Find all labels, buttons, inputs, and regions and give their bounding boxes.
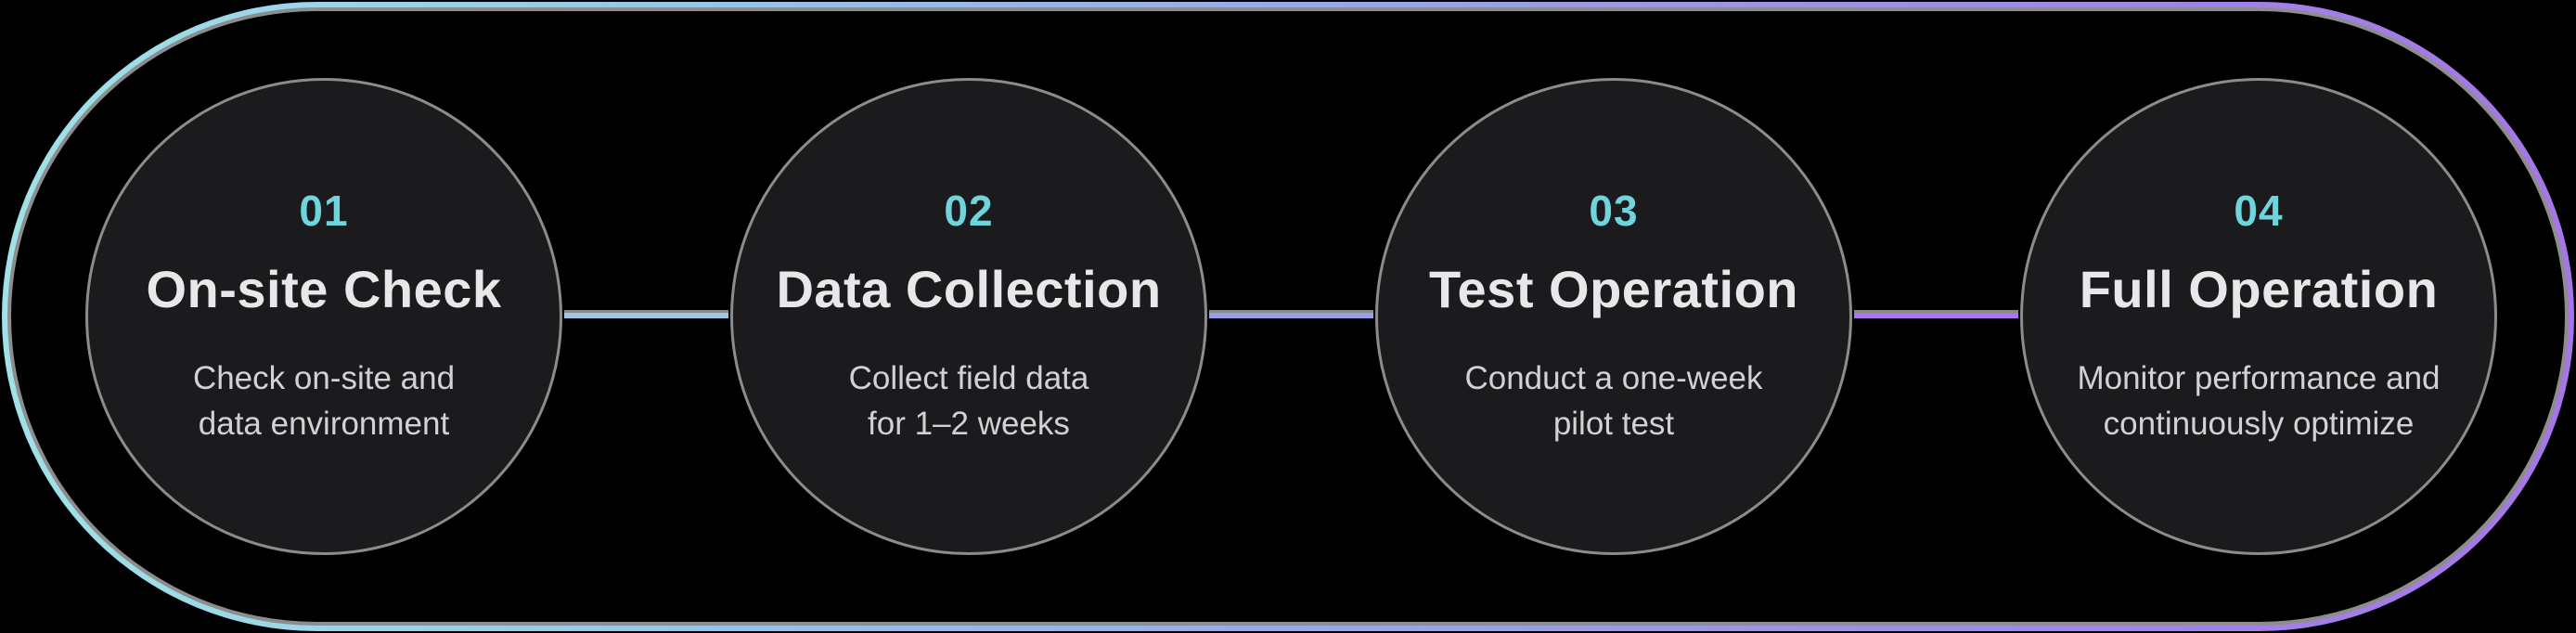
step-title: On-site Check [146,259,502,318]
step-number: 04 [2234,187,2284,236]
step-description-line: for 1–2 weeks [868,405,1070,442]
step-number: 03 [1589,187,1639,236]
step-circle: 04 Full Operation Monitor performance an… [2020,78,2497,555]
step-circle: 02 Data Collection Collect field data fo… [730,78,1207,555]
step-description-line: Collect field data [848,360,1089,397]
step-description-line: pilot test [1552,405,1675,442]
step-number: 02 [944,187,994,236]
step-number: 01 [299,187,349,236]
step-description: Conduct a one-week pilot test [1464,356,1762,446]
step-circle: 03 Test Operation Conduct a one-week pil… [1375,78,1852,555]
step-description: Collect field data for 1–2 weeks [849,356,1089,446]
step-description: Monitor performance and continuously opt… [2077,356,2440,446]
step-title: Full Operation [2079,259,2439,318]
connector-line [1854,310,2018,318]
step-description-line: Conduct a one-week [1464,360,1763,397]
connector-line [564,310,728,318]
step-description-line: Check on-site and [192,360,456,397]
connector-line [1209,310,1373,318]
step-title: Data Collection [776,259,1162,318]
step-description: Check on-site and data environment [193,356,455,446]
step-description-line: data environment [198,405,450,442]
step-title: Test Operation [1428,259,1798,318]
step-description-line: Monitor performance and [2077,360,2441,397]
step-circle: 01 On-site Check Check on-site and data … [85,78,562,555]
step-description-line: continuously optimize [2103,405,2415,442]
